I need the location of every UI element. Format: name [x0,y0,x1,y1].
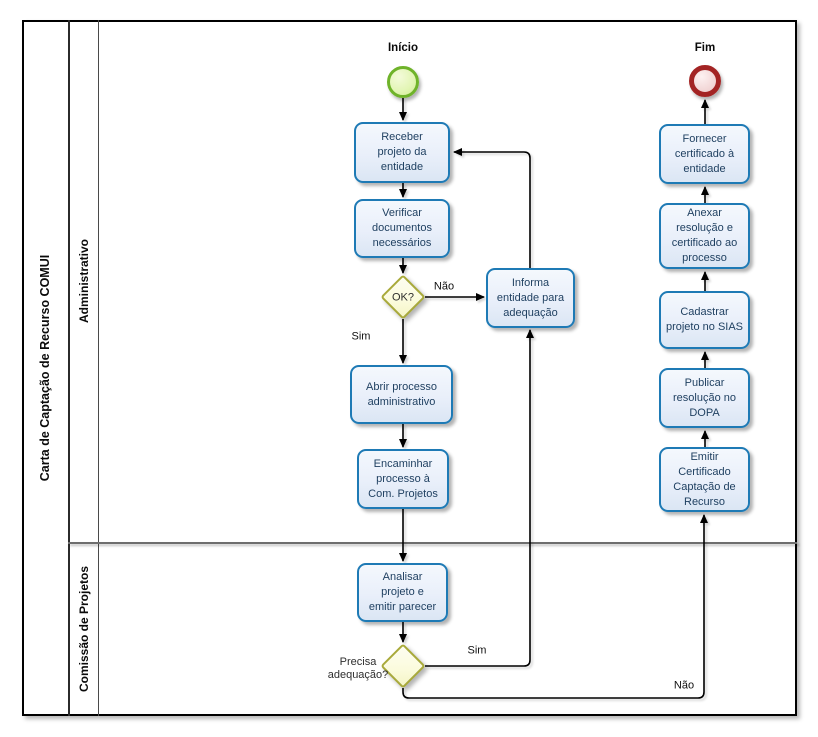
task-publicar-resolucao[interactable]: Publicar resolução no DOPA [659,368,750,428]
lane-label-divider [98,20,99,716]
pool-label: Carta de Captação de Recurso COMUI [38,254,52,482]
start-event-label: Início [387,42,419,54]
task-label: Informa entidade para adequação [496,276,565,319]
task-label: Verificar documentos necessários [372,207,432,249]
pool-label-divider [68,20,70,716]
task-analisar-projeto[interactable]: Analisar projeto e emitir parecer [357,563,448,622]
lane-divider [68,542,797,544]
task-anexar-resolucao[interactable]: Anexar resolução e certificado ao proces… [659,203,750,269]
edge-label-nao-loop: Não [673,679,695,692]
task-label: Receber projeto da entidade [377,131,427,173]
task-emitir-certificado[interactable]: Emitir Certificado Captação de Recurso [659,447,750,512]
edge-label-sim: Sim [351,330,371,343]
task-label: Anexar resolução e certificado ao proces… [671,207,738,264]
task-label: Abrir processo administrativo [366,380,437,408]
gateway-ok-label: OK? [391,291,415,304]
task-fornecer-certificado[interactable]: Fornecer certificado à entidade [659,124,750,184]
task-informar-entidade[interactable]: Informa entidade para adequação [486,268,575,328]
edge-label-nao: Não [433,280,455,293]
task-label: Analisar projeto e emitir parecer [368,571,437,613]
task-verificar-documentos[interactable]: Verificar documentos necessários [354,199,450,258]
end-event-label: Fim [694,42,716,54]
edge-label-sim-loop: Sim [467,644,487,657]
task-label: Publicar resolução no DOPA [673,376,736,419]
end-event[interactable] [689,65,721,97]
task-label: Cadastrar projeto no SIAS [665,306,744,333]
gateway-precisa-adequacao[interactable] [380,643,426,689]
task-cadastrar-projeto[interactable]: Cadastrar projeto no SIAS [659,291,750,349]
task-receber-projeto[interactable]: Receber projeto da entidade [354,122,450,183]
lane-label-comissao-de-projetos: Comissão de Projetos [77,565,91,693]
task-encaminhar-processo[interactable]: Encaminhar processo à Com. Projetos [357,449,449,509]
task-label: Fornecer certificado à entidade [674,132,735,175]
start-event[interactable] [387,66,419,98]
task-abrir-processo[interactable]: Abrir processo administrativo [350,365,453,424]
task-label: Encaminhar processo à Com. Projetos [368,457,438,500]
task-label: Emitir Certificado Captação de Recurso [673,450,736,508]
lane-label-administrativo: Administrativo [77,238,91,324]
gateway-precisa-label: Precisa adequação? [327,656,389,681]
